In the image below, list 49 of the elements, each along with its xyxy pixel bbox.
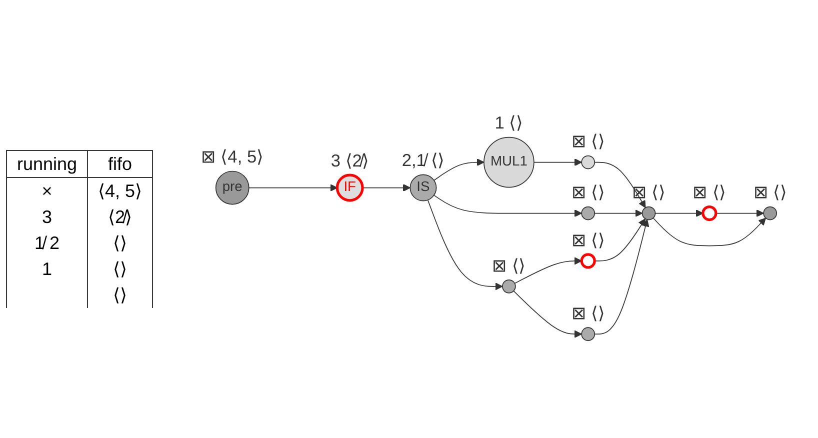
annotation-text: 3 ⟨2̸⟩ <box>330 152 369 171</box>
arrow <box>434 194 582 218</box>
arrow <box>248 184 338 192</box>
table-header: running <box>6 150 88 178</box>
annotation-text: ⊠ ⟨⟩ <box>753 183 787 202</box>
arrow <box>716 209 764 218</box>
state-circle <box>763 206 778 220</box>
state-circle: IS <box>410 174 437 202</box>
state-circle <box>502 280 516 294</box>
arrow <box>513 290 582 338</box>
annotation-text: ⊠ ⟨⟩ <box>571 304 605 324</box>
annotation-text: ⊠ ⟨⟩ <box>571 132 605 152</box>
arrow <box>594 219 650 335</box>
state-circle <box>581 327 596 342</box>
annotation-text: ⊠ ⟨⟩ <box>571 183 605 202</box>
arrow <box>594 218 646 262</box>
table-cell: 1̸ 2 <box>6 230 88 256</box>
annotation-text: ⊠ ⟨⟩ <box>571 231 605 250</box>
state-circle <box>581 155 596 170</box>
state-circle <box>642 206 656 220</box>
table-cell: ⟨⟩ <box>88 256 153 282</box>
state-circle <box>580 253 596 269</box>
arrow <box>654 209 704 218</box>
state-circle: pre <box>215 170 250 205</box>
annotation-text: ⊠ ⟨⟩ <box>492 256 526 276</box>
table-cell: 1 <box>6 256 88 282</box>
annotation-text: ⊠ ⟨4, 5⟩ <box>201 148 264 167</box>
arrow <box>594 209 643 218</box>
arrow <box>427 200 503 290</box>
arrow <box>514 257 582 284</box>
table-cell: 3 <box>6 204 88 230</box>
table-cell: ⟨⟩ <box>88 282 153 308</box>
arrow <box>652 218 766 246</box>
arrow <box>362 184 411 192</box>
annotation-text: 2,1̸ ⟨⟩ <box>402 151 445 170</box>
table-cell: ⟨⟩ <box>88 230 153 256</box>
table-cell: ⟨2̸⟩ <box>88 204 153 230</box>
arrow <box>534 158 582 166</box>
state-circle <box>581 206 596 220</box>
arrow <box>594 162 646 208</box>
state-circle: IF <box>336 174 364 202</box>
state-circle: MUL1 <box>484 136 534 188</box>
table-cell: × <box>6 178 88 204</box>
annotation-text: 1 ⟨⟩ <box>494 114 524 133</box>
table-cell: ⟨4, 5⟩ <box>88 178 153 204</box>
table-header: fifo <box>88 150 153 178</box>
annotation-text: ⊠ ⟨⟩ <box>692 183 726 202</box>
arrow <box>434 158 484 181</box>
state-circle <box>702 205 718 222</box>
